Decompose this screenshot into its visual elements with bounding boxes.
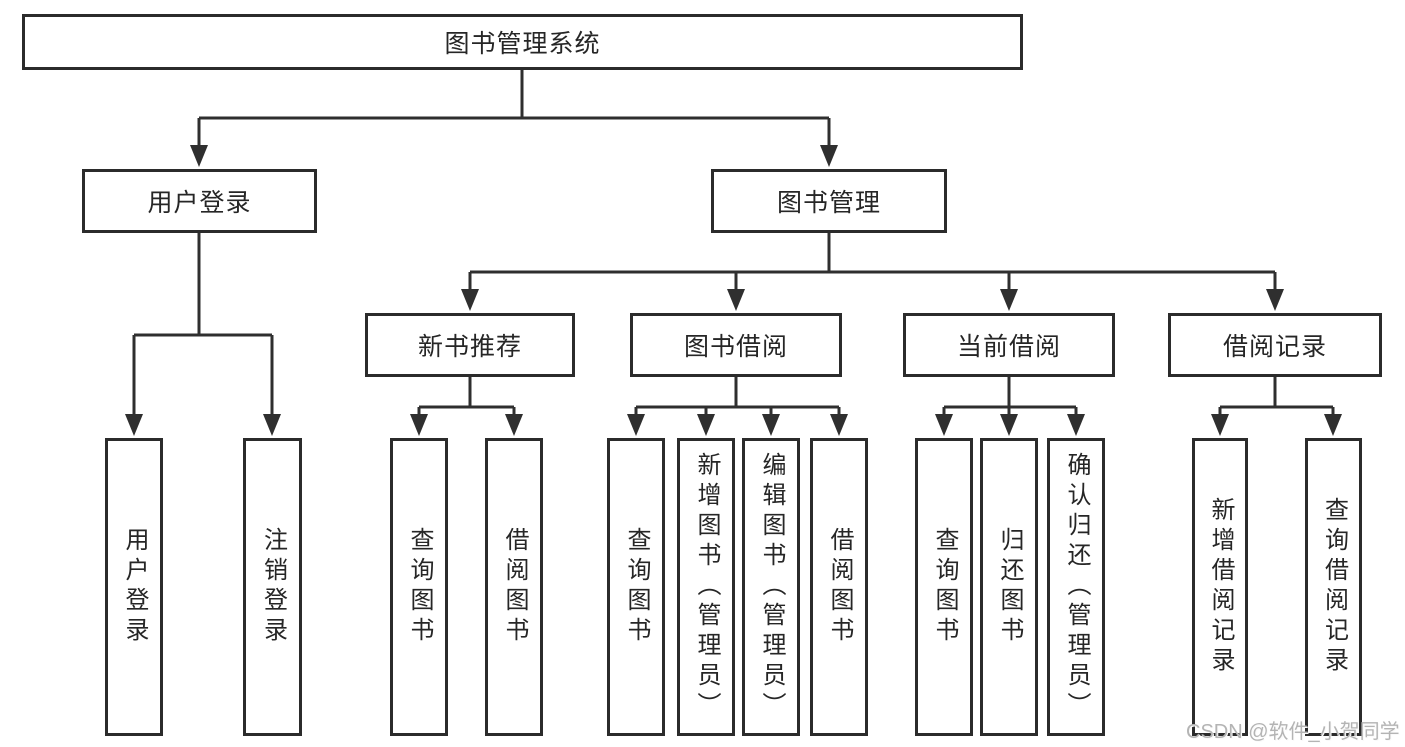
- node-book-borrowing-label: 图书借阅: [683, 333, 788, 361]
- leaf-cb-query-books-label: 查询图书: [931, 527, 958, 647]
- leaf-bb-add-books-admin-label: 新增图书（管理员）: [693, 452, 720, 722]
- leaf-bb-edit-books-admin-label: 编辑图书（管理员）: [758, 452, 785, 722]
- leaf-bb-edit-books-admin: 编辑图书（管理员）: [742, 438, 800, 736]
- node-new-book-recommendation-label: 新书推荐: [417, 333, 522, 361]
- leaf-cb-query-books: 查询图书: [915, 438, 973, 736]
- leaf-nb-borrow-books: 借阅图书: [485, 438, 543, 736]
- node-borrowing-records-label: 借阅记录: [1222, 333, 1327, 361]
- leaf-logout-label: 注销登录: [259, 527, 287, 647]
- node-book-borrowing: 图书借阅: [630, 313, 842, 377]
- node-new-book-recommendation: 新书推荐: [365, 313, 575, 377]
- leaf-bb-query-books: 查询图书: [607, 438, 665, 736]
- node-current-borrowing: 当前借阅: [903, 313, 1115, 377]
- node-current-borrowing-label: 当前借阅: [956, 333, 1061, 361]
- node-borrowing-records: 借阅记录: [1168, 313, 1382, 377]
- node-user-login-label: 用户登录: [147, 189, 252, 217]
- node-library-management-system-label: 图书管理系统: [444, 30, 601, 58]
- node-library-management-system: 图书管理系统: [22, 14, 1023, 70]
- leaf-cb-return-books: 归还图书: [980, 438, 1038, 736]
- arrowheads: [125, 145, 1342, 436]
- leaf-br-add-borrow-record-label: 新增借阅记录: [1207, 497, 1234, 677]
- leaf-br-add-borrow-record: 新增借阅记录: [1192, 438, 1248, 736]
- node-book-management: 图书管理: [711, 169, 947, 233]
- leaf-cb-return-books-label: 归还图书: [996, 527, 1023, 647]
- leaf-bb-borrow-books-label: 借阅图书: [826, 527, 853, 647]
- leaf-bb-add-books-admin: 新增图书（管理员）: [677, 438, 735, 736]
- leaf-user-login: 用户登录: [105, 438, 163, 736]
- node-user-login: 用户登录: [82, 169, 317, 233]
- leaf-nb-borrow-books-label: 借阅图书: [501, 527, 528, 647]
- leaf-nb-query-books: 查询图书: [390, 438, 448, 736]
- leaf-nb-query-books-label: 查询图书: [406, 527, 433, 647]
- leaf-br-query-borrow-record-label: 查询借阅记录: [1320, 497, 1348, 677]
- leaf-bb-borrow-books: 借阅图书: [810, 438, 868, 736]
- leaf-logout: 注销登录: [243, 438, 302, 736]
- leaf-user-login-label: 用户登录: [121, 527, 148, 647]
- leaf-cb-confirm-return-admin: 确认归还（管理员）: [1047, 438, 1105, 736]
- leaf-br-query-borrow-record: 查询借阅记录: [1305, 438, 1362, 736]
- leaf-bb-query-books-label: 查询图书: [623, 527, 650, 647]
- leaf-cb-confirm-return-admin-label: 确认归还（管理员）: [1063, 452, 1090, 722]
- csdn-watermark: CSDN @软件_小贺同学: [1186, 721, 1400, 743]
- node-book-management-label: 图书管理: [776, 189, 881, 217]
